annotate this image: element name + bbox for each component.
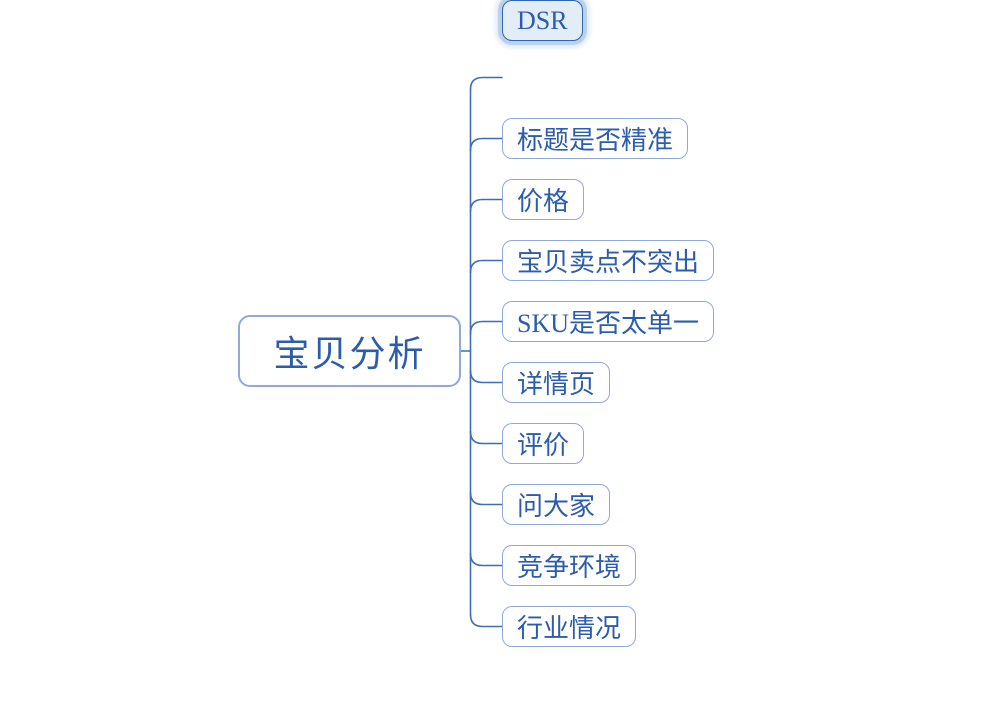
connector-branch <box>469 320 503 335</box>
child-topic-label: 详情页 <box>517 370 596 399</box>
child-topic-2[interactable]: 价格 <box>502 179 585 220</box>
connector-branch <box>469 259 503 274</box>
child-topic-label: 评价 <box>517 431 570 460</box>
connector-branch <box>469 491 503 506</box>
child-topic-8[interactable]: 竞争环境 <box>502 545 637 586</box>
connector-branch <box>469 198 503 213</box>
child-topic-3[interactable]: 宝贝卖点不突出 <box>502 240 715 281</box>
connector-branch <box>469 76 503 91</box>
child-topic-label: 价格 <box>517 187 570 216</box>
child-topic-label: DSR <box>517 5 568 35</box>
connector-branch <box>469 430 503 445</box>
connector-branch <box>469 552 503 567</box>
child-topic-9[interactable]: 行业情况 <box>502 606 637 647</box>
child-topic-label: 竞争环境 <box>517 553 622 582</box>
child-topic-4[interactable]: SKU是否太单一 <box>502 301 715 342</box>
child-topic-10[interactable]: DSR <box>502 0 583 41</box>
child-topic-7[interactable]: 问大家 <box>502 484 611 525</box>
root-topic-label: 宝贝分析 <box>273 334 426 374</box>
child-topic-label: 宝贝卖点不突出 <box>517 248 700 277</box>
child-topic-5[interactable]: 详情页 <box>502 362 611 403</box>
child-topic-1[interactable]: 标题是否精准 <box>502 118 689 159</box>
connector-branch <box>469 613 504 628</box>
child-topic-label: 标题是否精准 <box>517 126 674 155</box>
root-topic-node[interactable]: 宝贝分析 <box>238 315 461 387</box>
child-topic-label: 问大家 <box>517 492 596 521</box>
connector-branch <box>469 369 503 384</box>
child-topic-6[interactable]: 评价 <box>502 423 585 464</box>
child-topic-label: SKU是否太单一 <box>517 309 700 338</box>
child-topic-label: 行业情况 <box>517 614 622 643</box>
connector-branch <box>469 137 503 152</box>
